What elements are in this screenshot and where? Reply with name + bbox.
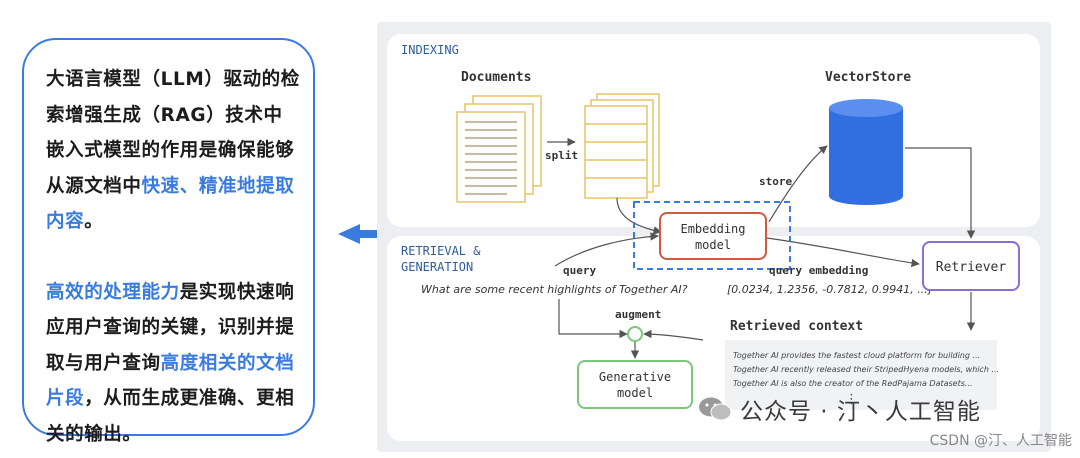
query-embedding-label: query embedding (769, 264, 868, 277)
callout-p2-highlight-1: 高效的处理能力 (46, 281, 180, 303)
callout-p2-end: ，从而生成更准确、更相关的输出。 (46, 388, 295, 445)
documents-label: Documents (461, 70, 531, 85)
callout-text: 大语言模型（LLM）驱动的检索增强生成（RAG）技术中嵌入式模型的作用是确保能够… (46, 62, 301, 452)
query-to-augment-arrow (558, 299, 628, 339)
callout-p1-text: 大语言模型（LLM）驱动的检索增强生成（RAG）技术中嵌入式模型的作用是确保能够… (46, 69, 300, 197)
wechat-icon (699, 397, 732, 421)
callout-paragraph-1: 大语言模型（LLM）驱动的检索增强生成（RAG）技术中嵌入式模型的作用是确保能够… (46, 62, 301, 240)
retrieval-label-2: GENERATION (401, 260, 473, 274)
retriever-label: Retriever (936, 260, 1007, 275)
vectorstore-to-retriever-arrow (905, 147, 976, 239)
callout-p2-text: 是实现快速响应用户查询的关键，识别并提取与用户查询 (46, 281, 295, 374)
augment-node (627, 326, 643, 342)
watermark: 公众号 · 汀丶人工智能 (698, 392, 981, 426)
split-label: split (545, 149, 578, 162)
context-to-augment-arrow (643, 329, 704, 341)
query-label: query (563, 264, 596, 277)
chunks-to-embedding-arrow (616, 197, 662, 235)
rag-diagram: INDEXING Documents split VectorStore (387, 34, 1040, 441)
augment-label: augment (615, 308, 661, 321)
generative-model-label-1: Generative (599, 370, 671, 384)
retrieval-label-1: RETRIEVAL & (401, 244, 481, 258)
context-line: Together AI provides the fastest cloud p… (733, 351, 980, 360)
generative-model-node (577, 360, 693, 409)
embedding-highlight-box (633, 201, 791, 270)
documents-icon (456, 95, 542, 203)
retrieved-context-box (725, 340, 997, 410)
callout-p2-highlight-2: 高度相关的文档片段 (46, 352, 295, 410)
chunks-icon (584, 93, 660, 199)
embedding-model-label-1: Embedding (680, 222, 745, 236)
retrieved-context-label: Retrieved context (730, 319, 863, 334)
context-ellipsis: ⋮ (845, 392, 858, 407)
embedding-model-node (659, 212, 767, 260)
explanation-callout: 大语言模型（LLM）驱动的检索增强生成（RAG）技术中嵌入式模型的作用是确保能够… (22, 38, 315, 445)
retriever-node (922, 241, 1020, 291)
context-line: Together AI recently released their Stri… (733, 365, 999, 374)
csdn-credit: CSDN @汀、人工智能 (929, 433, 1072, 449)
embedding-model-label-2: model (695, 238, 731, 252)
vectorstore-label: VectorStore (825, 70, 911, 85)
callout-paragraph-2: 高效的处理能力是实现快速响应用户查询的关键，识别并提取与用户查询高度相关的文档片… (46, 275, 301, 453)
query-to-embedding-arrow (554, 232, 659, 267)
store-label: store (759, 175, 792, 188)
context-line: Together AI is also the creator of the R… (733, 379, 973, 388)
indexing-label: INDEXING (401, 43, 459, 57)
embedding-vector: [0.0234, 1.2356, -0.7812, 0.9941, ...] (727, 283, 932, 296)
watermark-text: 公众号 · 汀丶人工智能 (740, 399, 981, 425)
vectorstore-database-icon (829, 99, 903, 205)
query-text: What are some recent highlights of Toget… (421, 283, 688, 296)
generative-model-label-2: model (617, 386, 653, 400)
callout-p1-end: 。 (84, 211, 104, 232)
store-arrow (768, 145, 828, 223)
callout-p1-highlight: 快速、精准地提取内容 (46, 175, 295, 233)
embedding-to-retriever-arrow (766, 237, 920, 268)
